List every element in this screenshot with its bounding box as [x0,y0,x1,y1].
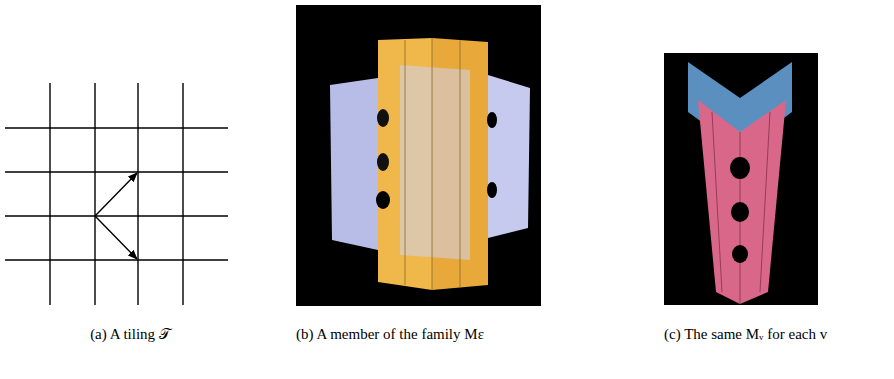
handle-hole [495,55,505,69]
grid-line [137,83,138,305]
panel-caption: (a) A tiling 𝒯 [55,321,205,348]
surface-sheet [330,78,378,250]
mesh-lines [712,112,770,304]
surface-render-c [664,53,818,305]
mesh-lines [405,38,460,290]
handle-hole [732,245,748,263]
surface-sheet [400,65,470,260]
handle-hole [731,202,749,222]
handle-hole [376,191,390,209]
grid-line [5,259,228,260]
grid-line [5,215,228,216]
grid-line [5,171,228,172]
tiling-grid [5,83,228,305]
handle-hole [377,153,389,171]
handle-hole [487,182,497,198]
surface-render-b [296,5,541,306]
grid-line [49,83,50,305]
surface-sheet [488,75,530,238]
vector-arrow [95,216,137,259]
handle-hole [377,109,389,127]
panel-caption: (c) The same Mᵥ for each v [664,321,854,348]
vector-arrow [95,173,137,216]
grid-line [182,83,183,305]
grid-line [5,127,228,128]
surface-sheet [698,100,786,304]
grid-line [94,83,95,305]
handle-hole [487,112,497,128]
handle-hole [730,157,750,179]
render-background [296,5,541,306]
render-background [664,53,818,305]
panel-caption: (b) A member of the family Mε [296,321,570,348]
